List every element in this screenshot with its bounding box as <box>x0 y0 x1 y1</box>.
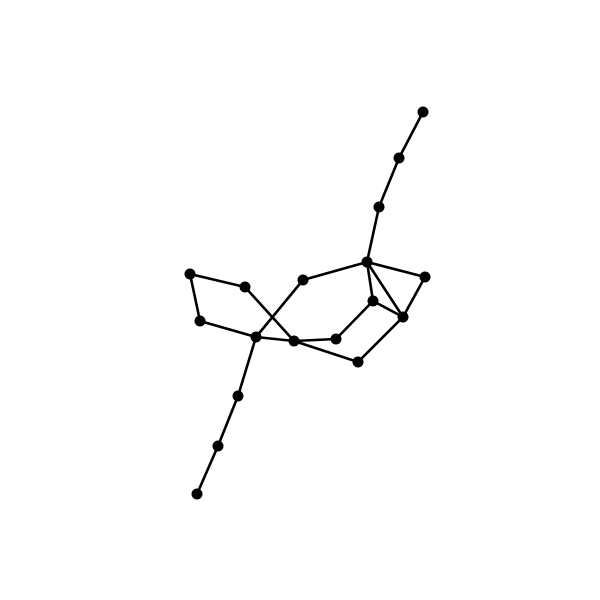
graph-edge <box>292 337 338 343</box>
graph-edge <box>188 272 247 289</box>
graph-edge <box>254 278 305 339</box>
graph-node <box>232 390 244 402</box>
graph-node <box>212 440 224 452</box>
graph-edge <box>188 272 202 323</box>
graph-edge <box>216 394 240 448</box>
graph-edge <box>371 299 405 319</box>
graph-edge <box>236 335 258 398</box>
graph-node <box>184 268 196 280</box>
graph-edge <box>377 156 401 209</box>
graph-edge <box>301 260 369 282</box>
graph-edge <box>356 315 405 364</box>
graph-node <box>367 295 379 307</box>
graph-edge <box>243 285 296 343</box>
graph-edge <box>365 260 405 319</box>
graph-node <box>397 311 409 323</box>
graph-edge <box>365 260 375 303</box>
graph-edge <box>365 205 381 264</box>
graph-edge <box>397 110 425 160</box>
graph-node <box>288 335 300 347</box>
graph-node <box>194 315 206 327</box>
node-layer <box>184 106 431 500</box>
edge-layer <box>188 110 427 496</box>
graph-node <box>419 271 431 283</box>
graph-node <box>393 152 405 164</box>
graph-node <box>417 106 429 118</box>
graph-node <box>330 333 342 345</box>
graph-node <box>373 201 385 213</box>
graph-node <box>250 331 262 343</box>
graph-edge <box>195 444 220 496</box>
graph-node <box>297 274 309 286</box>
graph-node <box>239 281 251 293</box>
graph-edge <box>198 319 258 339</box>
graph-node <box>361 256 373 268</box>
graph-edge <box>334 299 375 341</box>
graph-node <box>191 488 203 500</box>
graph-edge <box>401 275 427 319</box>
graph-node <box>352 356 364 368</box>
graph-edge <box>254 335 296 343</box>
graph-edge <box>365 260 427 279</box>
graph-edge <box>292 339 360 364</box>
